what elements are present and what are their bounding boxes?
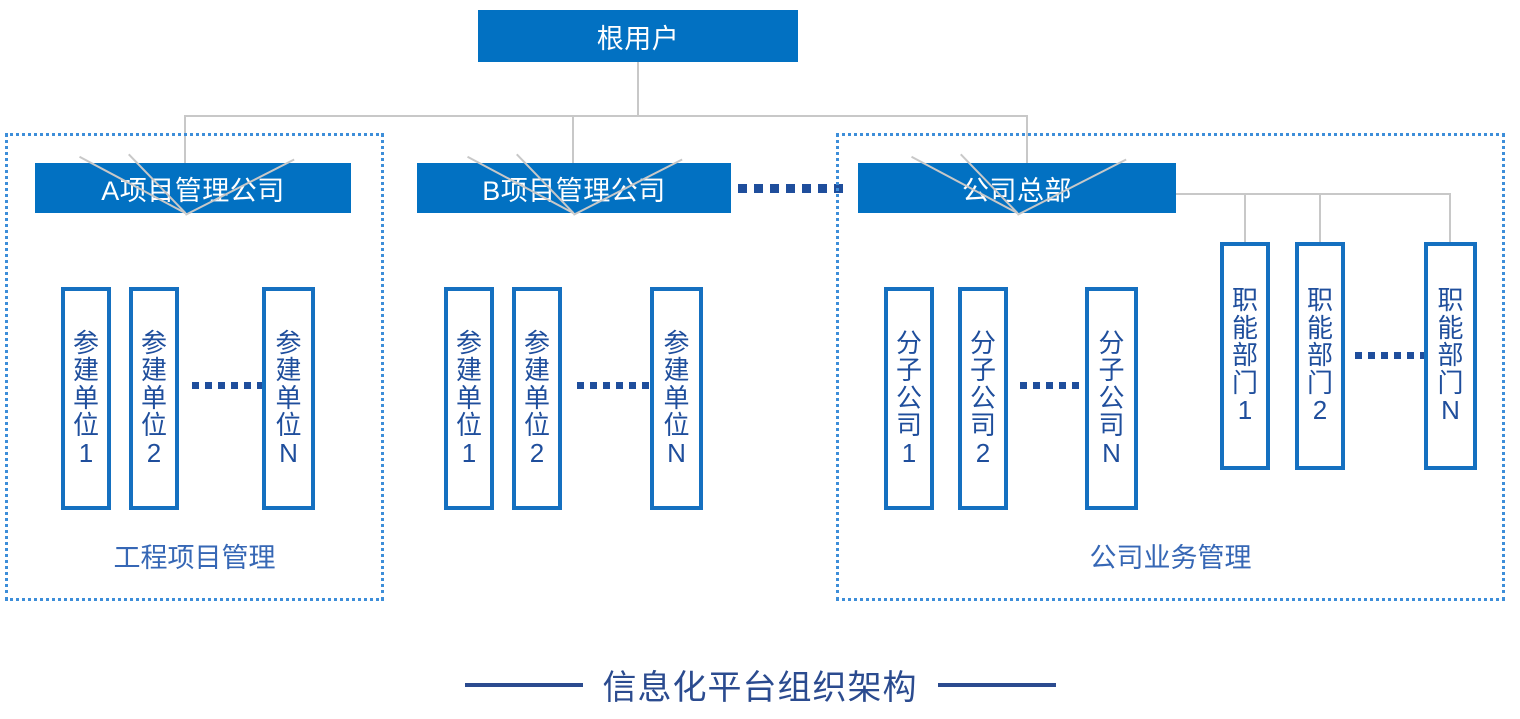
node-participating-unit-a-n-label: 参建单位N: [275, 327, 302, 468]
title-rule-right: [937, 682, 1056, 687]
node-participating-unit-b-2-label: 参建单位2: [524, 327, 551, 468]
node-functional-department-1[interactable]: 职能部门1: [1220, 242, 1270, 470]
connector-drop-branch-hq: [1026, 115, 1028, 163]
node-functional-department-n[interactable]: 职能部门N: [1424, 242, 1477, 470]
node-participating-unit-b-n[interactable]: 参建单位N: [650, 287, 703, 510]
node-project-company-a-label: A项目管理公司: [101, 175, 285, 206]
node-participating-unit-a-1[interactable]: 参建单位1: [61, 287, 111, 510]
ellipsis-participating-units-b: [577, 382, 649, 389]
diagram-title: 信息化平台组织架构: [602, 669, 918, 707]
group-box-company-business-management: [836, 133, 1505, 601]
group-box-engineering-project-management: [5, 133, 384, 601]
node-functional-department-n-label: 职能部门N: [1437, 285, 1464, 426]
node-participating-unit-b-2[interactable]: 参建单位2: [512, 287, 562, 510]
node-participating-unit-a-n[interactable]: 参建单位N: [262, 287, 315, 510]
connector-drop-department-1: [1244, 193, 1246, 243]
node-functional-department-2-label: 职能部门2: [1307, 285, 1334, 426]
connector-root-stem: [637, 62, 639, 116]
node-participating-unit-a-2-label: 参建单位2: [141, 327, 168, 468]
node-subsidiary-1-label: 分子公司1: [896, 327, 923, 468]
node-root-user-label: 根用户: [596, 23, 680, 54]
node-participating-unit-b-1-label: 参建单位1: [456, 327, 483, 468]
node-project-company-b-label: B项目管理公司: [482, 175, 666, 206]
group-caption-company-business-management: 公司业务管理: [1089, 543, 1252, 573]
node-subsidiary-2[interactable]: 分子公司2: [958, 287, 1008, 510]
ellipsis-more-project-companies: [738, 184, 843, 193]
node-functional-department-1-label: 职能部门1: [1232, 285, 1259, 426]
connector-main-bus: [184, 115, 1028, 117]
node-participating-unit-b-n-label: 参建单位N: [663, 327, 690, 468]
node-subsidiary-2-label: 分子公司2: [970, 327, 997, 468]
ellipsis-subsidiaries: [1020, 382, 1092, 389]
connector-hq-to-departments-bus: [1176, 193, 1451, 195]
node-participating-unit-a-1-label: 参建单位1: [73, 327, 100, 468]
connector-drop-department-n: [1449, 193, 1451, 243]
ellipsis-functional-departments: [1355, 352, 1427, 359]
group-caption-engineering-project-management: 工程项目管理: [113, 543, 276, 573]
node-company-headquarters-label: 公司总部: [962, 175, 1072, 206]
title-rule-left: [464, 682, 583, 687]
ellipsis-participating-units-a: [192, 382, 264, 389]
node-project-company-a[interactable]: A项目管理公司: [35, 163, 351, 213]
node-functional-department-2[interactable]: 职能部门2: [1295, 242, 1345, 470]
node-subsidiary-n[interactable]: 分子公司N: [1085, 287, 1138, 510]
node-root-user[interactable]: 根用户: [478, 10, 798, 62]
diagram-title-bar: 信息化平台组织架构: [0, 660, 1520, 709]
node-project-company-b[interactable]: B项目管理公司: [417, 163, 731, 213]
node-company-headquarters[interactable]: 公司总部: [858, 163, 1176, 213]
connector-drop-department-2: [1319, 193, 1321, 243]
connector-drop-branch-a: [184, 115, 186, 163]
connector-drop-branch-b: [572, 115, 574, 163]
node-subsidiary-n-label: 分子公司N: [1098, 327, 1125, 468]
node-participating-unit-a-2[interactable]: 参建单位2: [129, 287, 179, 510]
node-subsidiary-1[interactable]: 分子公司1: [884, 287, 934, 510]
node-participating-unit-b-1[interactable]: 参建单位1: [444, 287, 494, 510]
